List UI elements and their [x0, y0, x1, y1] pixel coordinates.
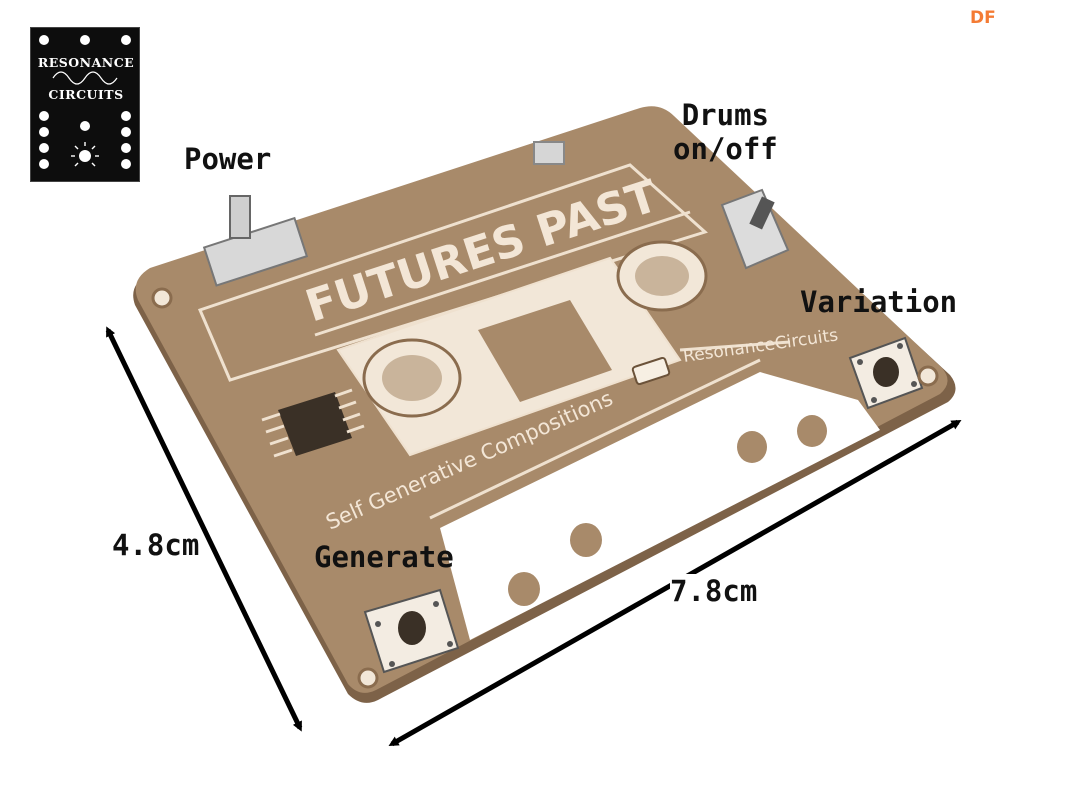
right-reel-hub	[635, 256, 689, 296]
watermark: DF	[970, 8, 996, 28]
silk-line-upper	[314, 210, 691, 337]
tape-hole-4	[797, 415, 827, 447]
drums-label: Drums on/off	[673, 98, 778, 166]
left-reel-hub	[382, 355, 442, 401]
logo-line-1: RESONANCE	[37, 55, 135, 70]
top-connector	[533, 141, 565, 165]
tape-hole-3	[737, 431, 767, 463]
power-label: Power	[184, 142, 272, 176]
mount-hole-bl	[357, 667, 379, 689]
mount-hole-tl	[151, 287, 173, 309]
height-dimension-label: 4.8cm	[112, 528, 200, 562]
logo-graphic	[39, 35, 131, 169]
logo-line-2: CIRCUITS	[48, 87, 124, 102]
variation-button[interactable]	[848, 336, 924, 410]
generate-label: Generate	[314, 540, 454, 574]
height-arrow	[105, 326, 303, 732]
width-dimension-label: 7.8cm	[670, 574, 758, 608]
resonance-circuits-logo: RESONANCE CIRCUITS	[30, 27, 140, 182]
silk-line-brand	[679, 340, 791, 352]
drums-switch[interactable]	[720, 188, 790, 270]
tape-hole-2	[570, 523, 602, 557]
led	[631, 356, 671, 386]
tape-hole-1	[508, 572, 540, 606]
variation-label: Variation	[800, 285, 958, 319]
power-switch[interactable]	[202, 195, 309, 287]
mount-hole-br	[917, 365, 939, 387]
window-tape-center	[478, 300, 612, 402]
